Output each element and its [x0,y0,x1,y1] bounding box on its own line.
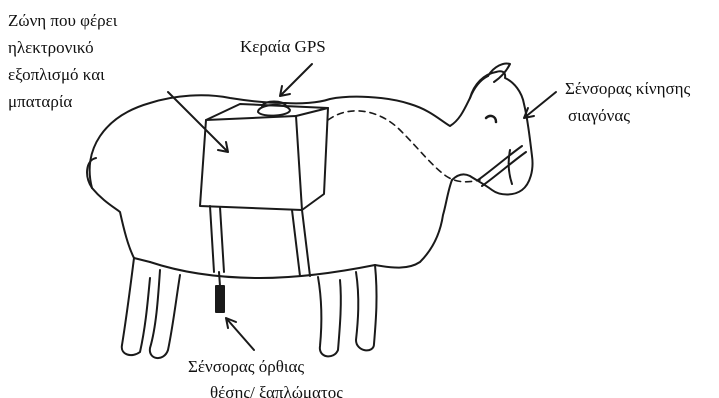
sheep-eye [486,116,496,122]
posture-label-line-2: θέσης/ ξαπλώματος [210,383,343,398]
belt-label-line-1: Ζώνη που φέρει [8,11,118,30]
belt-strap-left [210,206,224,272]
sheep-head-outline [452,71,533,194]
jaw-halter [478,146,526,186]
sheep-neck-outline [375,180,452,268]
belt-label-line-2: ηλεκτρονικό [8,38,94,57]
belt-label-line-3: εξοπλισμό και [8,65,105,84]
gps-label: Κεραία GPS [240,37,326,56]
belt-pointer-arrow [168,92,228,152]
sheep-tail-outline [87,158,150,262]
belt-strap-right [292,210,310,276]
jaw-label-line-1: Σένσορας κίνησης [565,79,691,98]
sheep-hind-leg-2 [150,270,180,358]
posture-label-line-1: Σένσορας όρθιας [188,357,304,376]
belt-pack-side [302,108,328,210]
sheep-front-leg-2 [356,265,377,350]
jaw-label-line-2: σιαγόνας [568,106,630,125]
jaw-pointer-arrow [524,92,556,118]
posture-pointer-arrow [226,318,254,350]
belt-pack-front [200,116,302,210]
posture-sensor-wire [219,272,220,286]
gps-pointer-arrow [280,64,312,96]
sheep-belly-outline [150,262,375,278]
belt-label-line-4: μπαταρία [8,92,72,111]
sheep-body-outline [90,76,488,188]
sheep-front-leg-1 [318,277,341,356]
sheep-hind-leg-1 [122,258,150,355]
posture-sensor-device [216,286,224,312]
jaw-sensor-cable [328,111,480,182]
